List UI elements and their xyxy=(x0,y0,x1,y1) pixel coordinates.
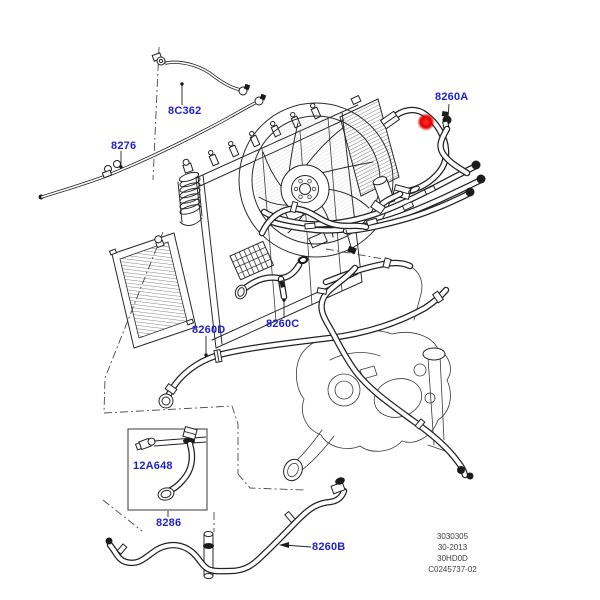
part-label-8260C[interactable]: 8260C xyxy=(266,318,300,330)
part-label-8286[interactable]: 8286 xyxy=(156,517,182,529)
reference-codes: 3030305 30-2013 30HD0D C0245737-02 xyxy=(405,531,500,575)
turbo-manifold-assembly xyxy=(283,265,451,482)
expansion-spring xyxy=(177,158,203,226)
reference-code-line: C0245737-02 xyxy=(428,565,477,574)
reference-code-line: 30-2013 xyxy=(437,543,468,552)
hose-8260A-connector xyxy=(437,111,471,177)
part-label-8C362[interactable]: 8C362 xyxy=(168,105,202,117)
radiator-top-fittings xyxy=(208,102,322,167)
sensor-12A648 xyxy=(134,436,207,451)
radiator-grid-detail xyxy=(229,240,274,281)
hose-8260C xyxy=(234,255,309,301)
part-label-8260B[interactable]: 8260B xyxy=(312,541,346,553)
highlight-dot xyxy=(417,113,435,131)
part-label-8276[interactable]: 8276 xyxy=(111,140,137,152)
tube-8C362 xyxy=(151,52,251,96)
part-label-8260A[interactable]: 8260A xyxy=(435,91,469,103)
hose-right-wavy xyxy=(316,264,474,480)
aux-radiator xyxy=(108,232,197,349)
leader-lines xyxy=(119,82,450,548)
tube-8276 xyxy=(38,93,267,200)
callout-box-group xyxy=(127,426,208,511)
hose-8286 xyxy=(157,426,198,501)
hose-8260D xyxy=(158,286,450,409)
reference-code-line: 3030305 xyxy=(436,532,469,541)
reference-code-line: 30HD0D xyxy=(437,554,468,563)
hose-bundle xyxy=(258,160,486,286)
hose-8260A xyxy=(370,106,450,215)
part-label-12A648[interactable]: 12A648 xyxy=(133,460,173,472)
part-label-8260D[interactable]: 8260D xyxy=(192,324,226,336)
hose-8260B xyxy=(105,477,348,579)
